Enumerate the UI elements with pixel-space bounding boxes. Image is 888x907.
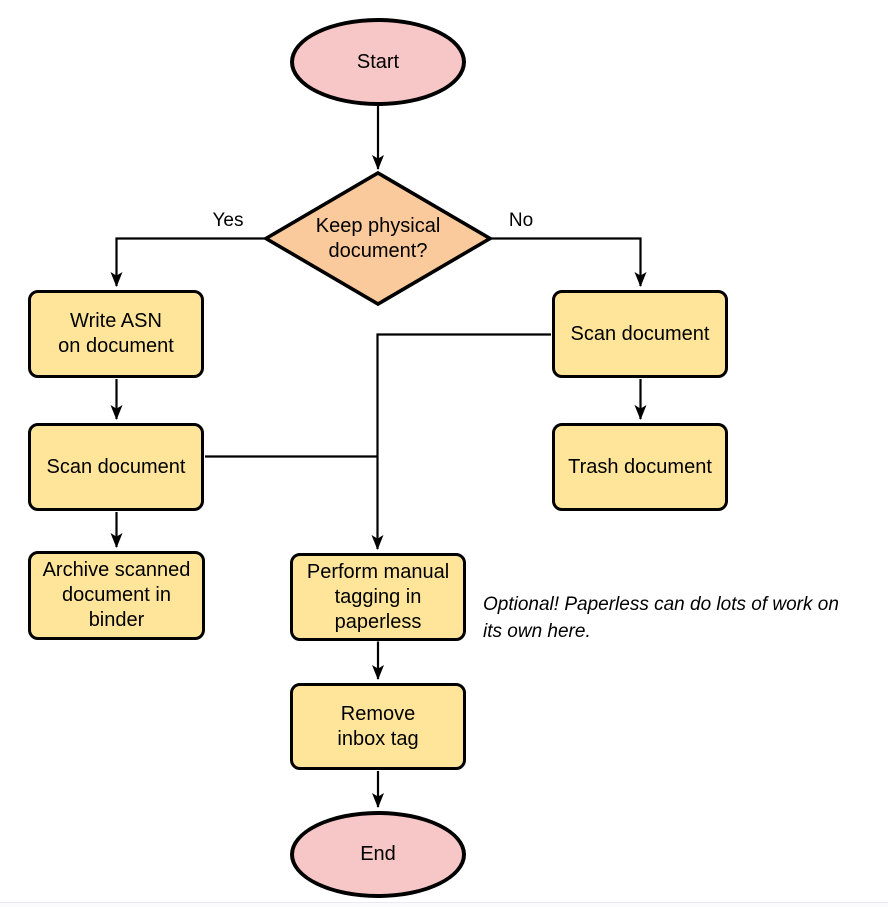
node-start-label: Start bbox=[356, 50, 400, 73]
node-write-asn-label: Write ASN on document bbox=[58, 310, 174, 357]
node-remove-inbox-tag-label: Remove inbox tag bbox=[337, 702, 419, 750]
node-archive: Archive scanned document in binder bbox=[28, 551, 205, 640]
edge-label-yes: Yes bbox=[212, 210, 244, 231]
node-write-asn: Write ASN on document bbox=[28, 290, 204, 378]
node-archive-label: Archive scanned document in binder bbox=[42, 559, 191, 631]
edge-label-no: No bbox=[508, 210, 534, 231]
node-decision-label: Keep physical document? bbox=[315, 214, 441, 262]
edge-scan-right-perform bbox=[371, 333, 551, 550]
node-end-label: End bbox=[360, 843, 396, 865]
node-scan-left: Scan document bbox=[28, 423, 204, 511]
node-remove-inbox-tag: Remove inbox tag bbox=[290, 683, 466, 770]
page-bottom-divider bbox=[0, 902, 888, 907]
optional-note: Optional! Paperless can do lots of work … bbox=[483, 594, 839, 642]
node-trash: Trash document bbox=[552, 423, 728, 511]
decision-diamond-shape bbox=[262, 170, 494, 307]
node-perform-tagging-label: Perform manual tagging in paperless bbox=[306, 560, 450, 633]
edge-decision-scan-right bbox=[490, 237, 647, 287]
node-scan-right-label: Scan document bbox=[570, 322, 710, 345]
edge-decision-write-asn bbox=[110, 237, 266, 287]
node-perform-tagging: Perform manual tagging in paperless bbox=[290, 553, 466, 641]
node-trash-label: Trash document bbox=[568, 455, 712, 478]
node-scan-left-label: Scan document bbox=[46, 455, 186, 478]
node-scan-right: Scan document bbox=[552, 290, 728, 378]
node-start: Start bbox=[290, 18, 466, 106]
node-end: End bbox=[290, 811, 466, 898]
